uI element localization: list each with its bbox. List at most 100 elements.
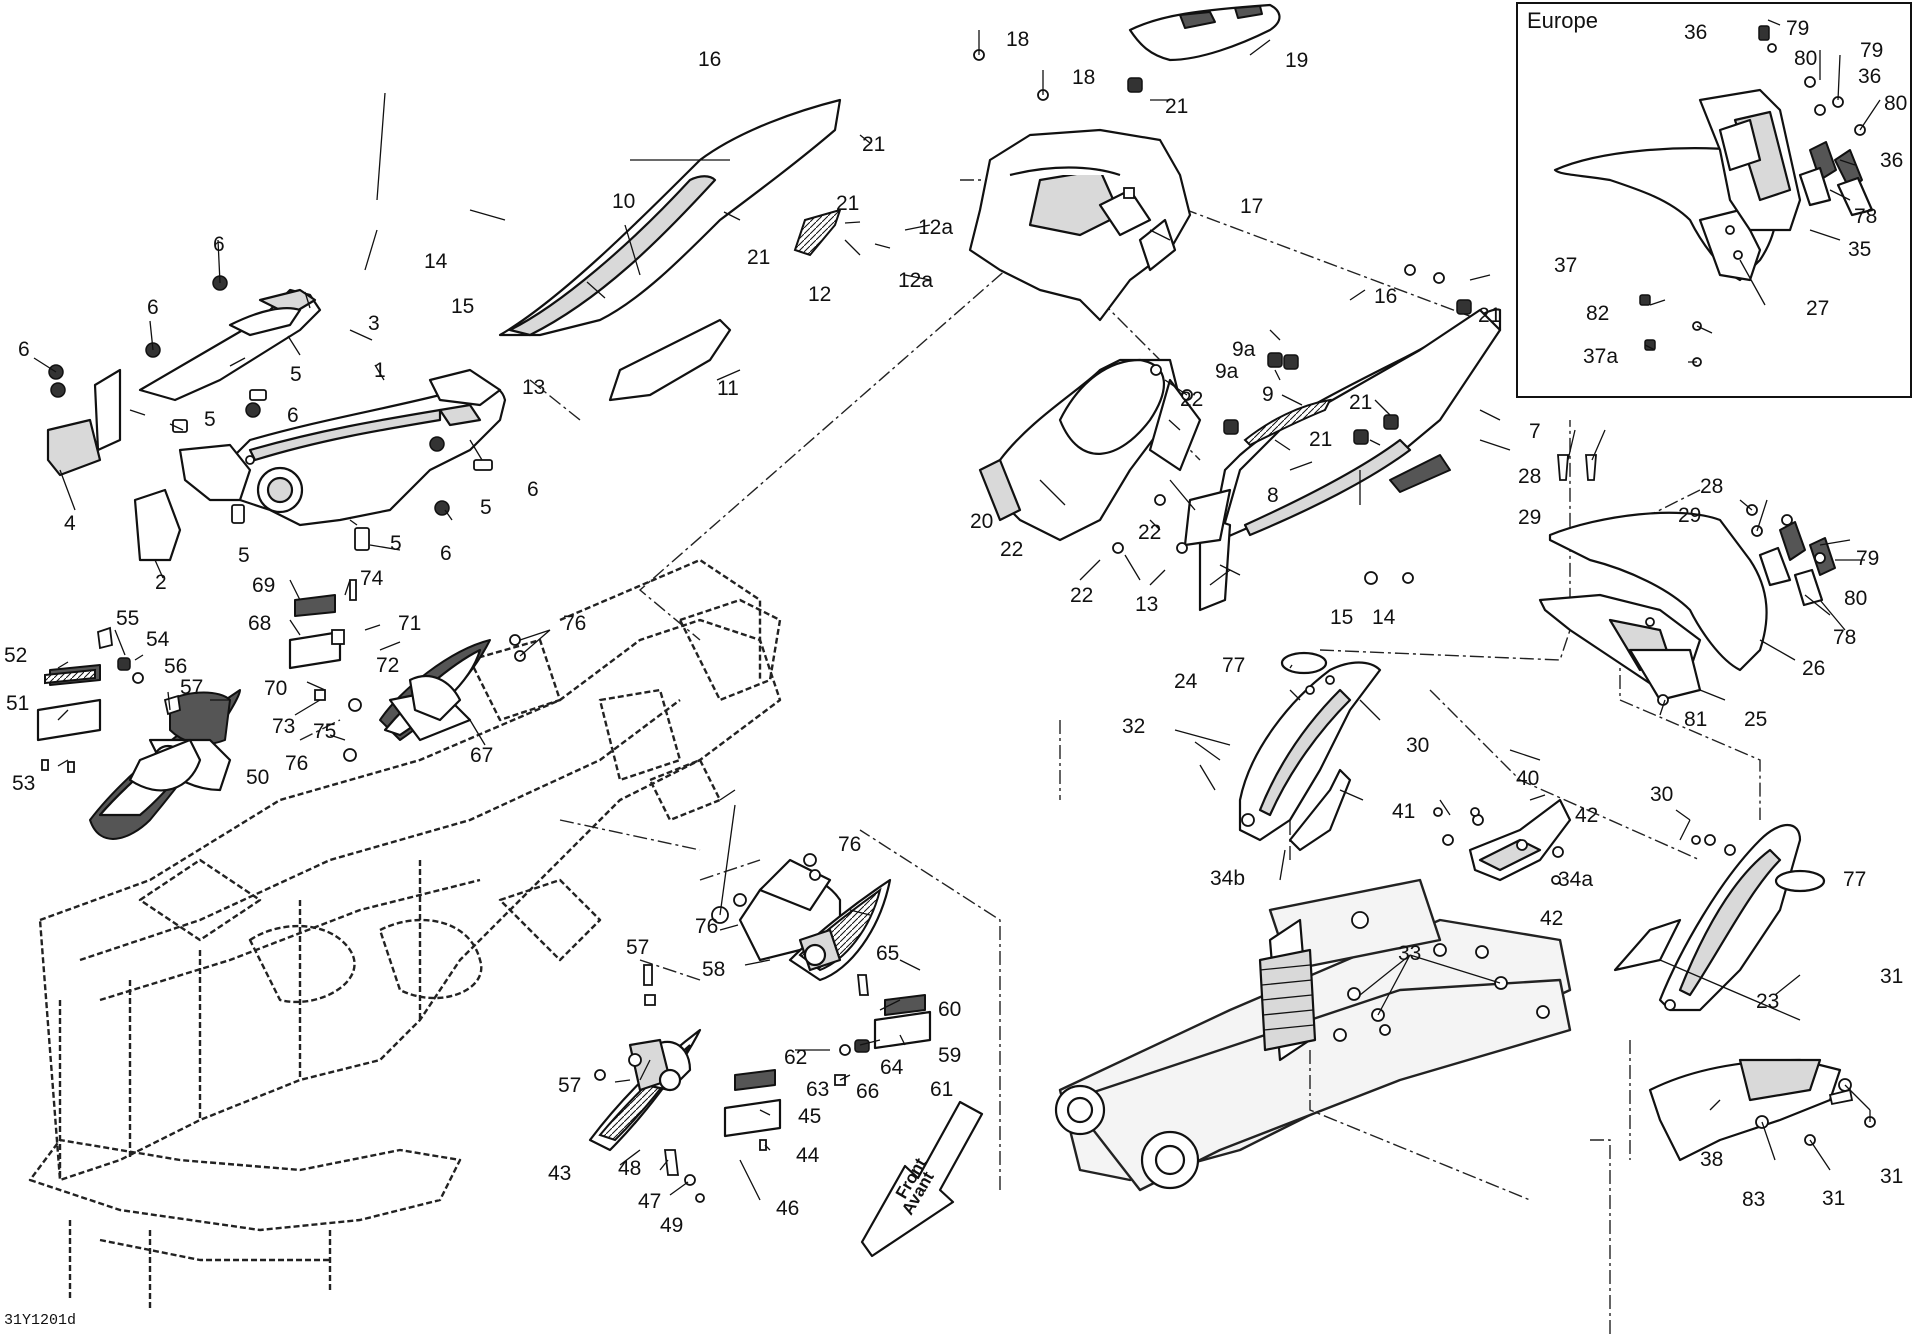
callout-22b: 22 [1138,521,1161,544]
swing-arm-hardware [1333,945,1550,1042]
right-side-panel [1198,308,1502,612]
callout-16b: 16 [1374,285,1397,308]
side-vent-grill [1112,264,1472,585]
center-bracket [1433,798,1701,885]
callout-57a: 57 [180,676,203,699]
callout-43: 43 [548,1162,571,1185]
right-footrest-assembly [588,964,782,1203]
callout-14a: 14 [424,250,448,273]
callout-40: 40 [1516,767,1539,790]
callout-34a: 34a [1558,868,1593,891]
callout-52: 52 [4,644,27,667]
callout-21g: 21 [1309,428,1332,451]
callout-11: 11 [717,377,739,400]
callout-29a: 29 [1518,506,1541,529]
callout-47: 47 [638,1190,661,1213]
callout-18b: 18 [1072,66,1095,89]
callout-21c: 21 [747,246,770,269]
callout-9a-2: 9a [1215,360,1239,383]
callout-81: 81 [1684,708,1707,731]
callout-73: 73 [272,715,295,738]
europe-variant-inset [1516,2,1912,398]
callout-62: 62 [784,1046,807,1069]
callout-19: 19 [1285,49,1308,72]
left-bracket-panel [46,275,493,562]
callout-28b: 28 [1700,475,1723,498]
callout-66: 66 [856,1080,879,1103]
callout-36b: 36 [1858,65,1881,88]
left-side-cover [1238,651,1382,852]
swing-arm [1054,878,1572,1192]
callout-67: 67 [470,744,493,767]
right-rear-mudguard [1538,454,1836,706]
callout-54: 54 [146,628,170,651]
callout-75: 75 [313,720,336,743]
callout-9a-1: 9a [1232,338,1256,361]
left-side-panel [178,368,507,527]
callout-57c: 57 [558,1074,581,1097]
callout-30a: 30 [1406,734,1429,757]
callout-80a: 80 [1794,47,1817,70]
callout-68: 68 [248,612,271,635]
callout-labels: 1 2 3 4 5 5 5 5 5 6 6 6 6 6 6 7 8 9 9a 9… [4,17,1907,1237]
callout-45: 45 [798,1105,821,1128]
callout-23: 23 [1756,990,1779,1013]
callout-8: 8 [1267,484,1279,507]
leader-lines [33,19,1881,1201]
callout-35: 35 [1848,238,1871,261]
callout-12a-2: 12a [898,269,933,292]
callout-71: 71 [398,612,421,635]
callout-21f: 21 [1349,391,1372,414]
callout-42b: 42 [1540,907,1563,930]
callout-21b: 21 [836,192,859,215]
diagram-reference-code: 31Y1201d [4,1312,77,1329]
callout-55: 55 [116,607,139,630]
chassis-frame [28,558,782,1310]
callout-37a: 37a [1583,345,1618,368]
callout-70: 70 [264,677,287,700]
callout-36a: 36 [1684,21,1707,44]
callout-50: 50 [246,766,269,789]
callout-49: 49 [660,1214,683,1237]
callout-83: 83 [1742,1188,1765,1211]
callout-21e: 21 [1478,304,1501,327]
callout-74: 74 [360,567,384,590]
callout-7: 7 [1529,420,1541,443]
callout-5d: 5 [390,532,402,555]
callout-77a: 77 [1222,654,1245,677]
callout-29b: 29 [1678,504,1701,527]
callout-3: 3 [368,312,380,335]
callout-6b: 6 [147,296,159,319]
callout-76b: 76 [285,752,308,775]
callout-44: 44 [796,1144,820,1167]
callout-57b: 57 [626,936,649,959]
callout-21a: 21 [862,133,885,156]
callout-76a: 76 [563,612,586,635]
callout-36c: 36 [1880,149,1903,172]
callout-6a: 6 [213,233,225,256]
callout-65: 65 [876,942,899,965]
rear-left-side-panel [978,358,1202,542]
callout-16a: 16 [698,48,721,71]
callout-58: 58 [702,958,725,981]
callout-6c: 6 [18,338,30,361]
callout-21d: 21 [1165,95,1188,118]
callout-76d: 76 [695,915,718,938]
callout-12: 12 [808,283,831,306]
callout-24: 24 [1174,670,1198,693]
rear-shock-absorber [1258,720,1317,1062]
callout-6f: 6 [440,542,452,565]
callout-26: 26 [1802,657,1825,680]
callout-79b: 79 [1860,39,1883,62]
callout-17: 17 [1240,195,1263,218]
callout-82: 82 [1586,302,1609,325]
left-footrest-assembly [36,626,241,840]
callout-22a: 22 [1180,388,1203,411]
callout-13b: 13 [1135,593,1158,616]
callout-15a: 15 [451,295,474,318]
callout-79a: 79 [1786,17,1809,40]
callout-12a-1: 12a [918,216,953,239]
callout-69: 69 [252,574,275,597]
callout-48: 48 [618,1157,641,1180]
